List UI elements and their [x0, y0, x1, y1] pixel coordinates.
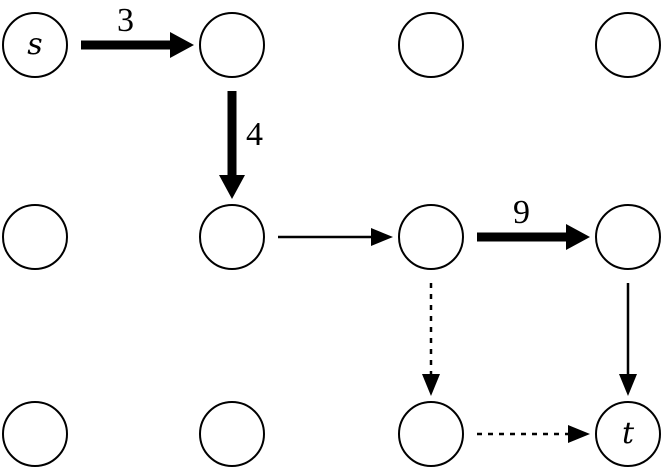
edge-n12-n13: 9 — [477, 194, 590, 250]
edge-weight-label: 3 — [117, 2, 134, 39]
node-circle — [398, 12, 464, 78]
node-circle — [595, 12, 661, 78]
node-circle — [199, 401, 265, 467]
node-circle — [2, 204, 68, 270]
edge-n13-n23 — [619, 283, 637, 396]
node-circle — [199, 12, 265, 78]
arrowhead — [568, 425, 590, 443]
node-n01 — [199, 12, 265, 78]
node-n10 — [2, 204, 68, 270]
arrowhead — [619, 374, 637, 396]
edges-layer: 3 4 9 — [81, 2, 637, 443]
node-n11 — [199, 204, 265, 270]
node-circle — [2, 401, 68, 467]
node-circle — [398, 401, 464, 467]
node-n23: t — [595, 401, 661, 467]
nodes-layer: st — [2, 12, 661, 467]
edge-weight-label: 9 — [513, 194, 530, 231]
node-n02 — [398, 12, 464, 78]
arrowhead — [422, 374, 440, 396]
node-circle — [2, 12, 68, 78]
node-circle — [595, 204, 661, 270]
node-n13 — [595, 204, 661, 270]
arrowhead — [219, 175, 245, 199]
edge-weight-label: 4 — [246, 116, 263, 153]
edge-n00-n01: 3 — [81, 2, 194, 58]
node-label-s: s — [27, 27, 42, 62]
node-n00: s — [2, 12, 68, 78]
node-n12 — [398, 204, 464, 270]
arrowhead — [170, 32, 194, 58]
arrowhead — [566, 224, 590, 250]
edge-n12-n22 — [422, 283, 440, 396]
edge-n22-n23 — [477, 425, 590, 443]
node-circle — [199, 204, 265, 270]
node-n03 — [595, 12, 661, 78]
node-n22 — [398, 401, 464, 467]
node-label-t: t — [622, 416, 635, 451]
node-circle — [398, 204, 464, 270]
arrowhead — [371, 228, 393, 246]
node-circle — [595, 401, 661, 467]
node-n20 — [2, 401, 68, 467]
edge-n01-n11: 4 — [219, 91, 263, 199]
node-n21 — [199, 401, 265, 467]
edge-n11-n12 — [278, 228, 393, 246]
